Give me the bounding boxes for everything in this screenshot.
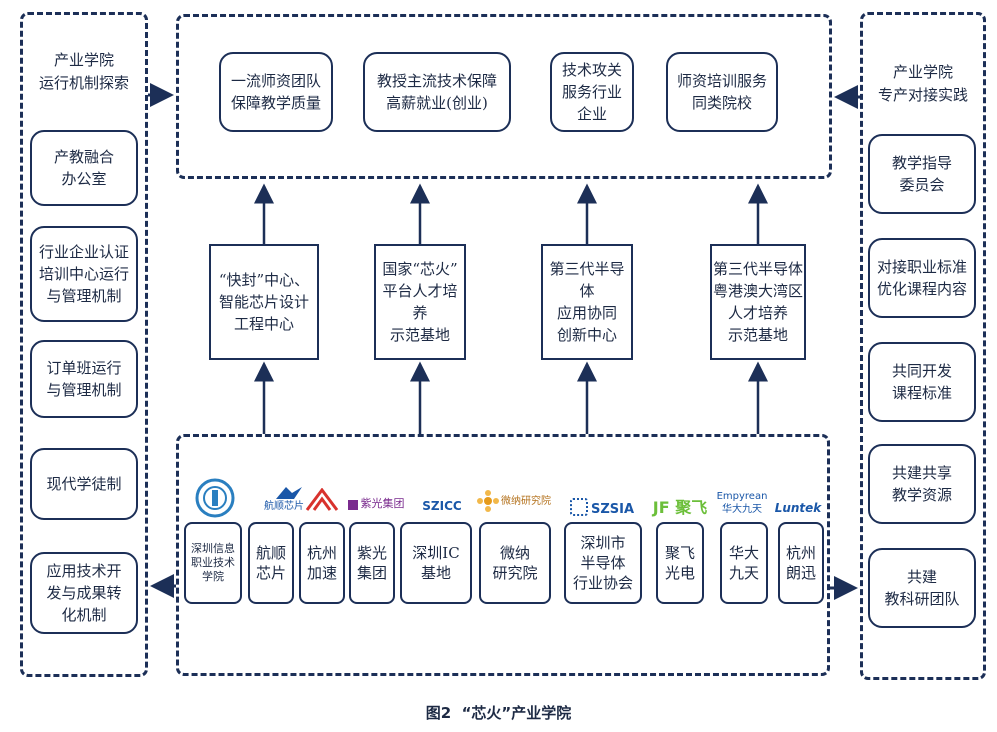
top-item-tech-service: 技术攻关 服务行业 企业: [550, 52, 634, 132]
company-hangzhou-jiasu: 杭州 加速: [299, 522, 345, 604]
logo-label-hangshun: 航顺芯片: [264, 501, 304, 512]
right-item-shared-resources: 共建共享 教学资源: [868, 444, 976, 524]
luntek-logo-icon: Luntek: [774, 490, 822, 514]
unigroup-logo-icon: 紫光集团: [340, 490, 412, 510]
hangzhou-jiasu-logo-icon: [302, 482, 342, 512]
right-panel: [860, 12, 986, 680]
szsia-logo-icon: SZSIA: [566, 492, 638, 516]
company-sziit: 深圳信息 职业技术 学院: [184, 522, 242, 604]
right-item-course-standards: 共同开发 课程标准: [868, 342, 976, 422]
company-hangshun: 航顺 芯片: [248, 522, 294, 604]
left-item-order-class: 订单班运行 与管理机制: [30, 340, 138, 418]
szicc-logo-icon: SZICC: [414, 490, 470, 512]
company-unigroup: 紫光 集团: [349, 522, 395, 604]
top-item-training-service: 师资培训服务 同类院校: [666, 52, 778, 132]
company-sz-ic-base: 深圳IC 基地: [400, 522, 472, 604]
logo-label-micronano: 微纳研究院: [501, 496, 551, 507]
left-item-industry-education-office: 产教融合 办公室: [30, 130, 138, 206]
right-item-job-standards: 对接职业标准 优化课程内容: [868, 238, 976, 318]
logo-label-szsia: SZSIA: [590, 502, 635, 517]
left-panel-title: 产业学院 运行机制探索: [38, 51, 129, 92]
center-gba-talent-base: 第三代半导体 粤港澳大湾区 人才培养 示范基地: [710, 244, 806, 360]
left-item-certification-center: 行业企业认证 培训中心运行 与管理机制: [30, 226, 138, 322]
left-item-tech-transfer: 应用技术开 发与成果转 化机制: [30, 552, 138, 634]
company-jufei: 聚飞 光电: [656, 522, 704, 604]
top-item-employment: 教授主流技术保障 高薪就业(创业): [363, 52, 511, 132]
top-panel: [176, 14, 832, 179]
center-third-gen-semi: 第三代半导体 应用协同 创新中心: [541, 244, 633, 360]
center-quick-packaging: “快封”中心、 智能芯片设计 工程中心: [209, 244, 319, 360]
top-item-faculty-quality: 一流师资团队 保障教学质量: [219, 52, 333, 132]
figure-caption: 图2 “芯火”产业学院: [425, 704, 572, 722]
right-item-teaching-committee: 教学指导 委员会: [868, 134, 976, 214]
logo-label-szicc: SZICC: [422, 499, 462, 513]
empyrean-logo-icon: Empyrean 华大九天: [712, 486, 772, 516]
logo-label-unigroup: 紫光集团: [360, 497, 405, 510]
logo-label-luntek: Luntek: [774, 501, 822, 515]
jufei-logo-icon: JF 聚飞: [644, 490, 716, 517]
left-item-apprenticeship: 现代学徒制: [30, 448, 138, 520]
company-micronano: 微纳 研究院: [479, 522, 551, 604]
company-luntek: 杭州 朗迅: [778, 522, 824, 604]
company-empyrean: 华大 九天: [720, 522, 768, 604]
hangshun-logo-icon: 航顺芯片: [248, 482, 304, 516]
company-szsia: 深圳市 半导体 行业协会: [564, 522, 642, 604]
left-panel: [20, 12, 148, 677]
logo-label-empyrean: Empyrean 华大九天: [716, 491, 768, 515]
micronano-logo-icon: 微纳研究院: [474, 484, 554, 512]
right-item-research-team: 共建 教科研团队: [868, 548, 976, 628]
school-emblem-icon: [190, 470, 240, 518]
center-xinhuo-base: 国家“芯火” 平台人才培养 示范基地: [374, 244, 466, 360]
right-panel-title: 产业学院 专产对接实践: [877, 63, 968, 104]
bottom-panel: [176, 434, 830, 676]
logo-label-jufei: JF 聚飞: [652, 498, 708, 517]
